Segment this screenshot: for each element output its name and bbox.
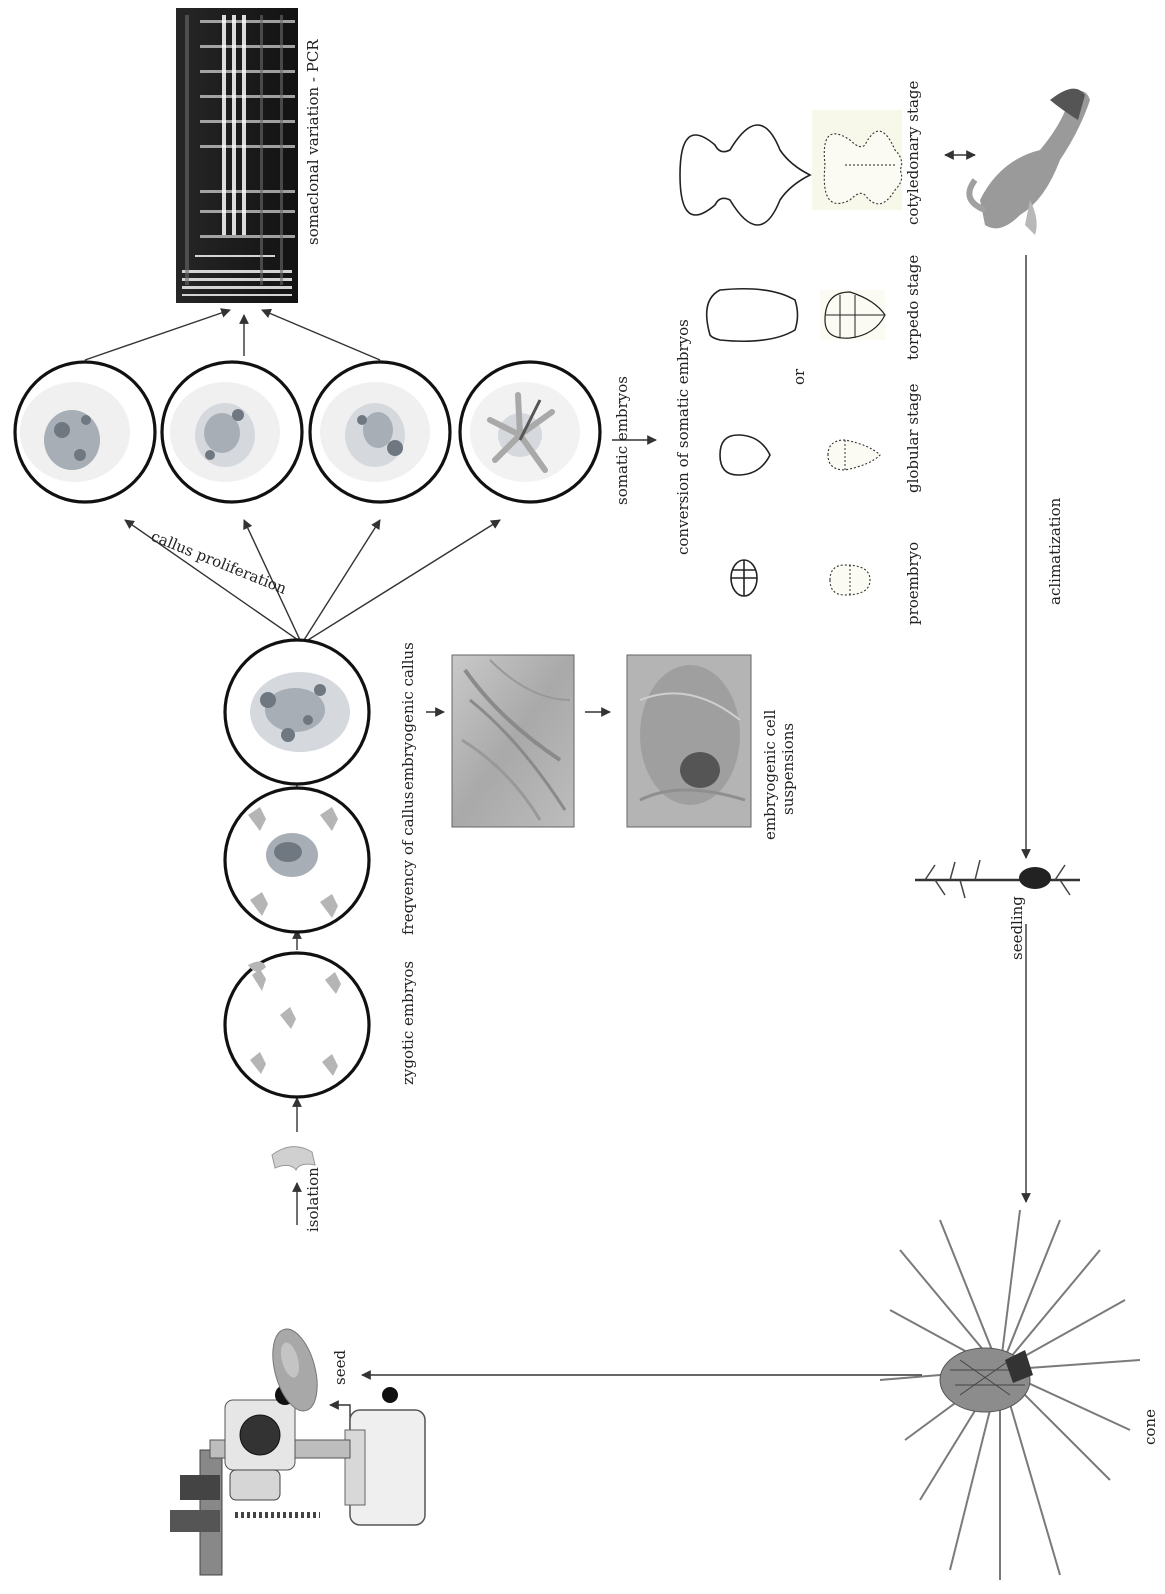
globular-outline — [719, 434, 771, 476]
pcr-gel-image — [176, 8, 298, 303]
label-callus-proliferation: callus proliferation — [149, 527, 290, 598]
label-embryogenic-cell-suspensions-line2: suspensions — [779, 723, 797, 815]
label-proembryo: proembryo — [904, 542, 922, 625]
pine-cone-image — [879, 1209, 1141, 1580]
zygotic-embryos-dish — [223, 951, 371, 1099]
arrow-dish1-to-pcr — [84, 308, 231, 361]
label-seed: seed — [331, 1350, 349, 1385]
conversion-shapes — [679, 110, 903, 597]
proliferation-dish-2 — [160, 360, 304, 504]
proliferation-dish-1 — [13, 360, 157, 504]
arrow-dish3-to-pcr — [261, 308, 381, 361]
arrow-proliferation-2 — [243, 519, 301, 641]
seed-icon — [272, 1328, 318, 1412]
proembryo-dotted — [829, 564, 871, 596]
globular-dotted — [827, 439, 881, 471]
label-or: or — [790, 368, 808, 385]
arrow-proliferation-4 — [307, 519, 501, 641]
arrow-proliferation-1 — [124, 519, 299, 641]
stereo-microscope-icon — [170, 1385, 426, 1576]
isolated-embryo-icon — [271, 1146, 316, 1171]
proembryo-outline — [730, 559, 758, 597]
label-isolation: isolation — [304, 1167, 322, 1232]
arrow-proliferation-3 — [303, 519, 381, 641]
proliferation-dish-3 — [308, 360, 452, 504]
cotyledonary-outline — [679, 124, 812, 226]
embryogenic-callus-micrograph — [451, 654, 575, 828]
label-cone: cone — [1141, 1409, 1159, 1445]
label-globular-stage: globular stage — [904, 383, 922, 493]
label-embryogenic-cell-suspensions-line1: embryogenic cell — [761, 709, 779, 840]
seedling-image — [915, 859, 1080, 899]
label-torpedo-stage: torpedo stage — [904, 255, 922, 360]
proliferation-dish-4 — [458, 360, 602, 504]
cotyledonary-dotted — [812, 110, 903, 210]
label-embryogenic-callus: embryogenic callus — [399, 642, 417, 790]
embryogenic-callus-dish — [223, 638, 371, 786]
flow-arrows — [84, 150, 1031, 1470]
label-aclimatization: aclimatization — [1046, 497, 1064, 605]
label-somatic-embryos: somatic embryos — [613, 376, 631, 505]
embryogenic-cell-suspension-micrograph — [626, 654, 752, 828]
label-zygotic-embryos: zygotic embryos — [399, 961, 417, 1085]
torpedo-dotted — [820, 290, 886, 340]
label-cotyledonary-stage: cotyledonary stage — [904, 80, 922, 225]
label-somaclonal-variation-pcr: somaclonal variation - PCR — [304, 39, 322, 245]
torpedo-outline — [705, 287, 799, 343]
frequency-of-callus-dish — [223, 786, 371, 934]
label-seedling: seedling — [1008, 896, 1026, 960]
label-frequency-of-callus: freqvency of callus — [399, 791, 417, 935]
label-conversion-of-somatic-embryos: conversion of somatic embryos — [674, 319, 692, 555]
regenerated-plantlet-image — [966, 88, 1090, 235]
